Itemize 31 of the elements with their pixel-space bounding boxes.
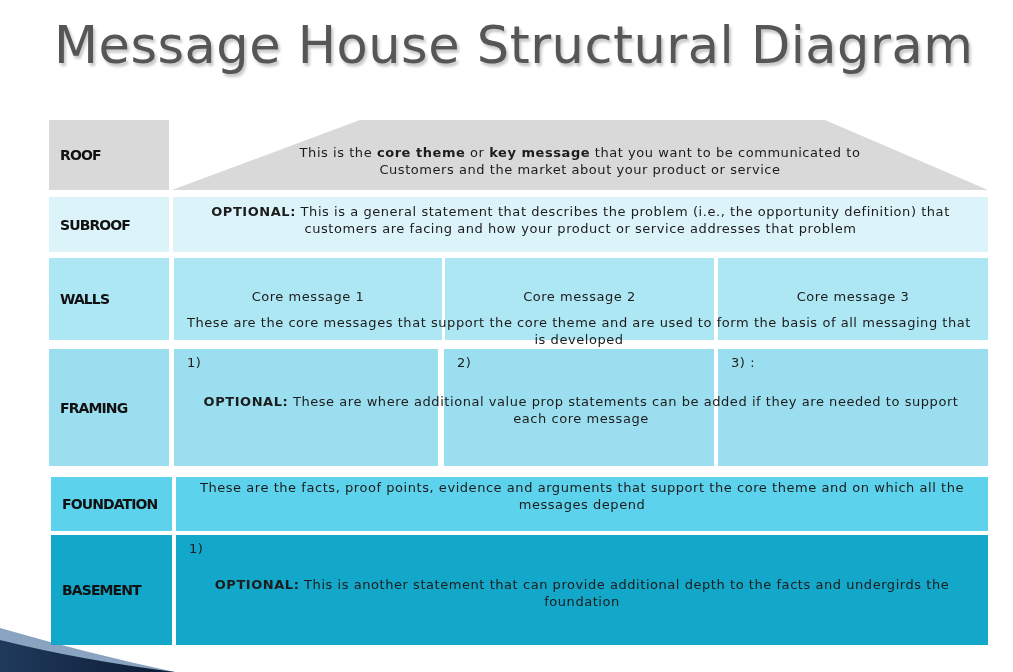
row-label: FRAMING	[59, 399, 129, 416]
row-label: FOUNDATION	[61, 496, 159, 512]
foundation-panel	[176, 477, 988, 531]
description-text: OPTIONAL: These are where additional value prop statements can be added if they are needed to support each core message	[202, 393, 960, 427]
roof-trapezoid	[172, 120, 988, 190]
row-label-panel	[49, 258, 169, 340]
row-label-panel	[49, 120, 169, 190]
core-message-heading: Core message 1	[251, 288, 365, 305]
row-label-panel	[51, 477, 172, 531]
statement-text: These are the facts, proof points, evidence and arguments that support the core theme and on which all the messages depend	[198, 479, 966, 513]
row-label: BASEMENT	[61, 582, 143, 598]
row-label-panel	[49, 197, 169, 252]
item-number: 3) :	[731, 354, 756, 371]
statement-text: OPTIONAL: This is another statement that can provide additional depth to the facts and undergirds the foundation	[213, 576, 951, 610]
row-label: SUBROOF	[59, 216, 131, 233]
row-label: ROOF	[59, 147, 102, 163]
wall-panel	[718, 258, 988, 340]
basement-panel	[176, 535, 988, 645]
subroof-panel	[173, 197, 988, 252]
row-label-panel	[49, 349, 169, 466]
item-number: 2)	[457, 354, 472, 371]
description-text: These are the core messages that support the core theme and are used to form the basis of all messaging that is developed	[186, 314, 972, 348]
row-label: WALLS	[59, 291, 111, 307]
slide-title: Message House Structural Diagram	[54, 16, 974, 75]
core-message-heading: Core message 3	[796, 288, 910, 305]
item-number: 1)	[187, 354, 202, 371]
row-label-panel	[51, 535, 172, 645]
key-message-text: This is the core theme or key message that you want to be communicated to Customers and the market about your product or service	[298, 144, 862, 178]
item-number: 1)	[189, 540, 204, 557]
statement-text: OPTIONAL: This is a general statement that describes the problem (i.e., the opportunity definition) that customers are facing and how your product or service addresses that problem	[210, 203, 951, 237]
core-message-heading: Core message 2	[523, 288, 636, 305]
